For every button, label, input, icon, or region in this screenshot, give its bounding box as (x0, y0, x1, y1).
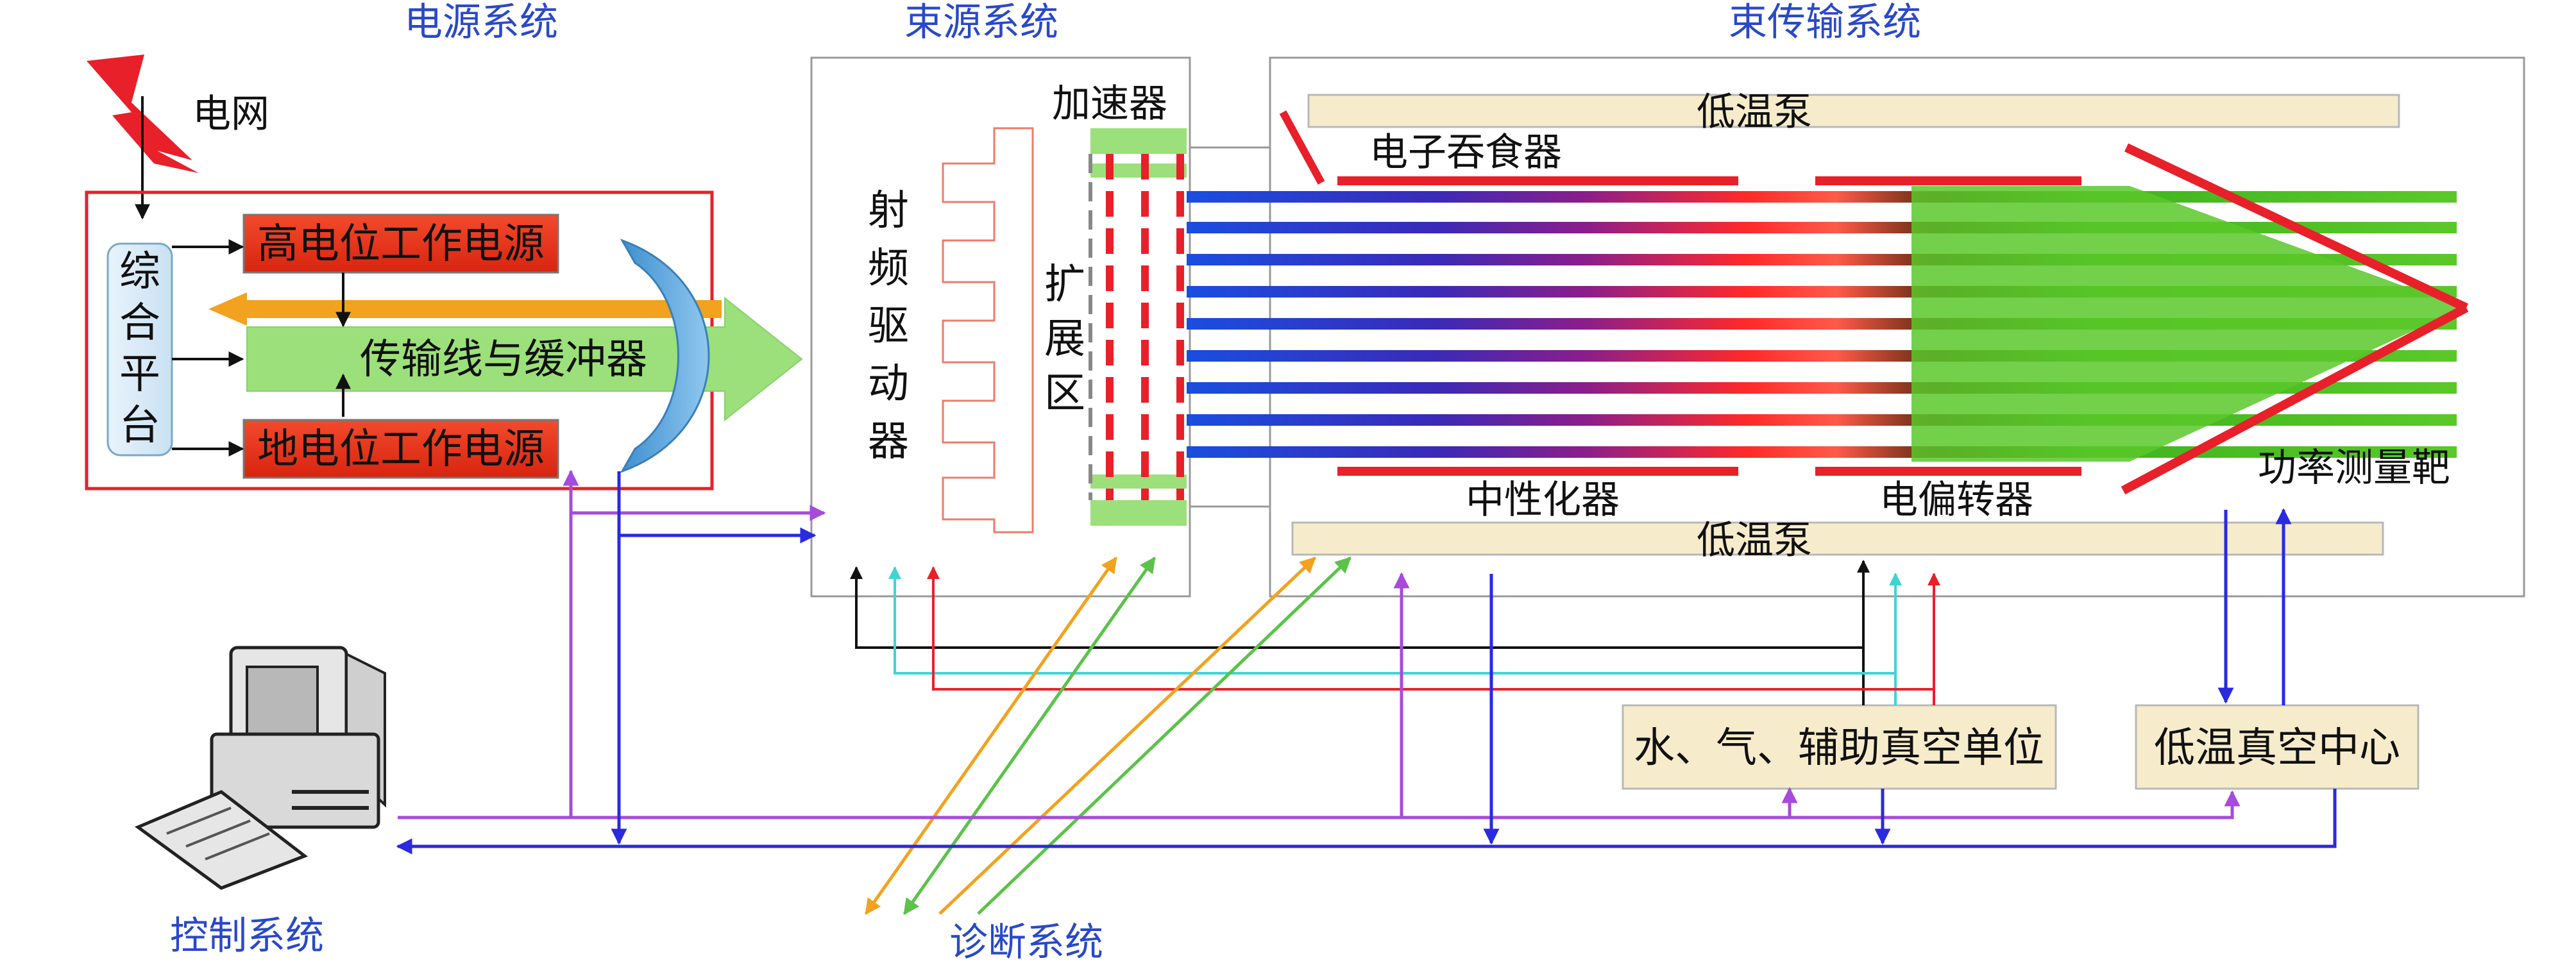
grid-label: 电网 (192, 92, 269, 137)
ground-power-supply-label: 地电位工作电源 (257, 426, 545, 473)
integrated-platform-char-4: 台 (119, 402, 160, 449)
control-bus (396, 469, 2337, 855)
diagnostics-lines (864, 556, 1352, 916)
neutralizer-label: 中性化器 (1466, 478, 1620, 523)
beam-converge (1911, 186, 2463, 462)
electron-dump-label: 电子吞食器 (1369, 130, 1562, 175)
accelerator-label: 加速器 (1052, 81, 1167, 126)
transmission-arrow (246, 296, 803, 422)
aux-vacuum-unit-label: 水、气、辅助真空单位 (1634, 725, 2044, 772)
power-target (2121, 143, 2469, 495)
ground-power-supply-box: 地电位工作电源 (242, 419, 559, 479)
section-title-source: 束源系统 (904, 0, 1058, 45)
cryopump-top-label: 低温泵 (1697, 90, 1812, 135)
rf-driver-char-3: 驱 (868, 303, 909, 350)
power-target-label: 功率测量靶 (2258, 446, 2450, 491)
cryo-vacuum-center-label: 低温真空中心 (2154, 725, 2400, 772)
cryopump-top: 低温泵 (1307, 90, 2400, 135)
aux-vacuum-unit-box: 水、气、辅助真空单位 (1622, 704, 2057, 790)
cyan-signal-line (888, 566, 1897, 705)
section-title-control: 控制系统 (170, 914, 324, 959)
rf-driver-comb (942, 127, 1034, 533)
hv-power-supply-label: 高电位工作电源 (257, 221, 545, 268)
rf-driver-char-4: 动 (868, 360, 909, 408)
red-signal-line (927, 566, 1935, 705)
feedback-arrow (208, 292, 722, 326)
expansion-zone-char-3: 区 (1044, 370, 1085, 417)
computer-icon (134, 646, 386, 890)
integrated-platform-char-3: 平 (119, 351, 160, 398)
expansion-zone-char-1: 扩 (1044, 261, 1085, 308)
accelerator-grids (1089, 128, 1187, 526)
black-signal-line (850, 566, 1865, 705)
cryopump-bottom-label: 低温泵 (1697, 518, 1812, 563)
cryopump-bottom: 低温泵 (1291, 518, 2384, 563)
cryo-vacuum-center-box: 低温真空中心 (2135, 704, 2419, 790)
expansion-zone-char-2: 展 (1044, 315, 1085, 363)
transmission-line-label: 传输线与缓冲器 (360, 336, 647, 383)
buffer-cup (620, 239, 710, 473)
integrated-platform-char-1: 综 (119, 248, 160, 296)
rf-driver-char-5: 器 (868, 418, 909, 466)
integrated-platform-char-2: 合 (119, 299, 160, 347)
section-title-diagnostics: 诊断系统 (949, 920, 1103, 965)
integrated-platform-box: 综 合 平 台 (106, 242, 173, 457)
section-title-power: 电源系统 (404, 0, 558, 45)
rf-driver-char-1: 射 (868, 187, 909, 235)
hv-power-supply-box: 高电位工作电源 (242, 214, 559, 274)
rf-driver-char-2: 频 (868, 245, 909, 292)
deflector-label: 电偏转器 (1879, 478, 2033, 523)
section-title-transport: 束传输系统 (1729, 0, 1921, 45)
